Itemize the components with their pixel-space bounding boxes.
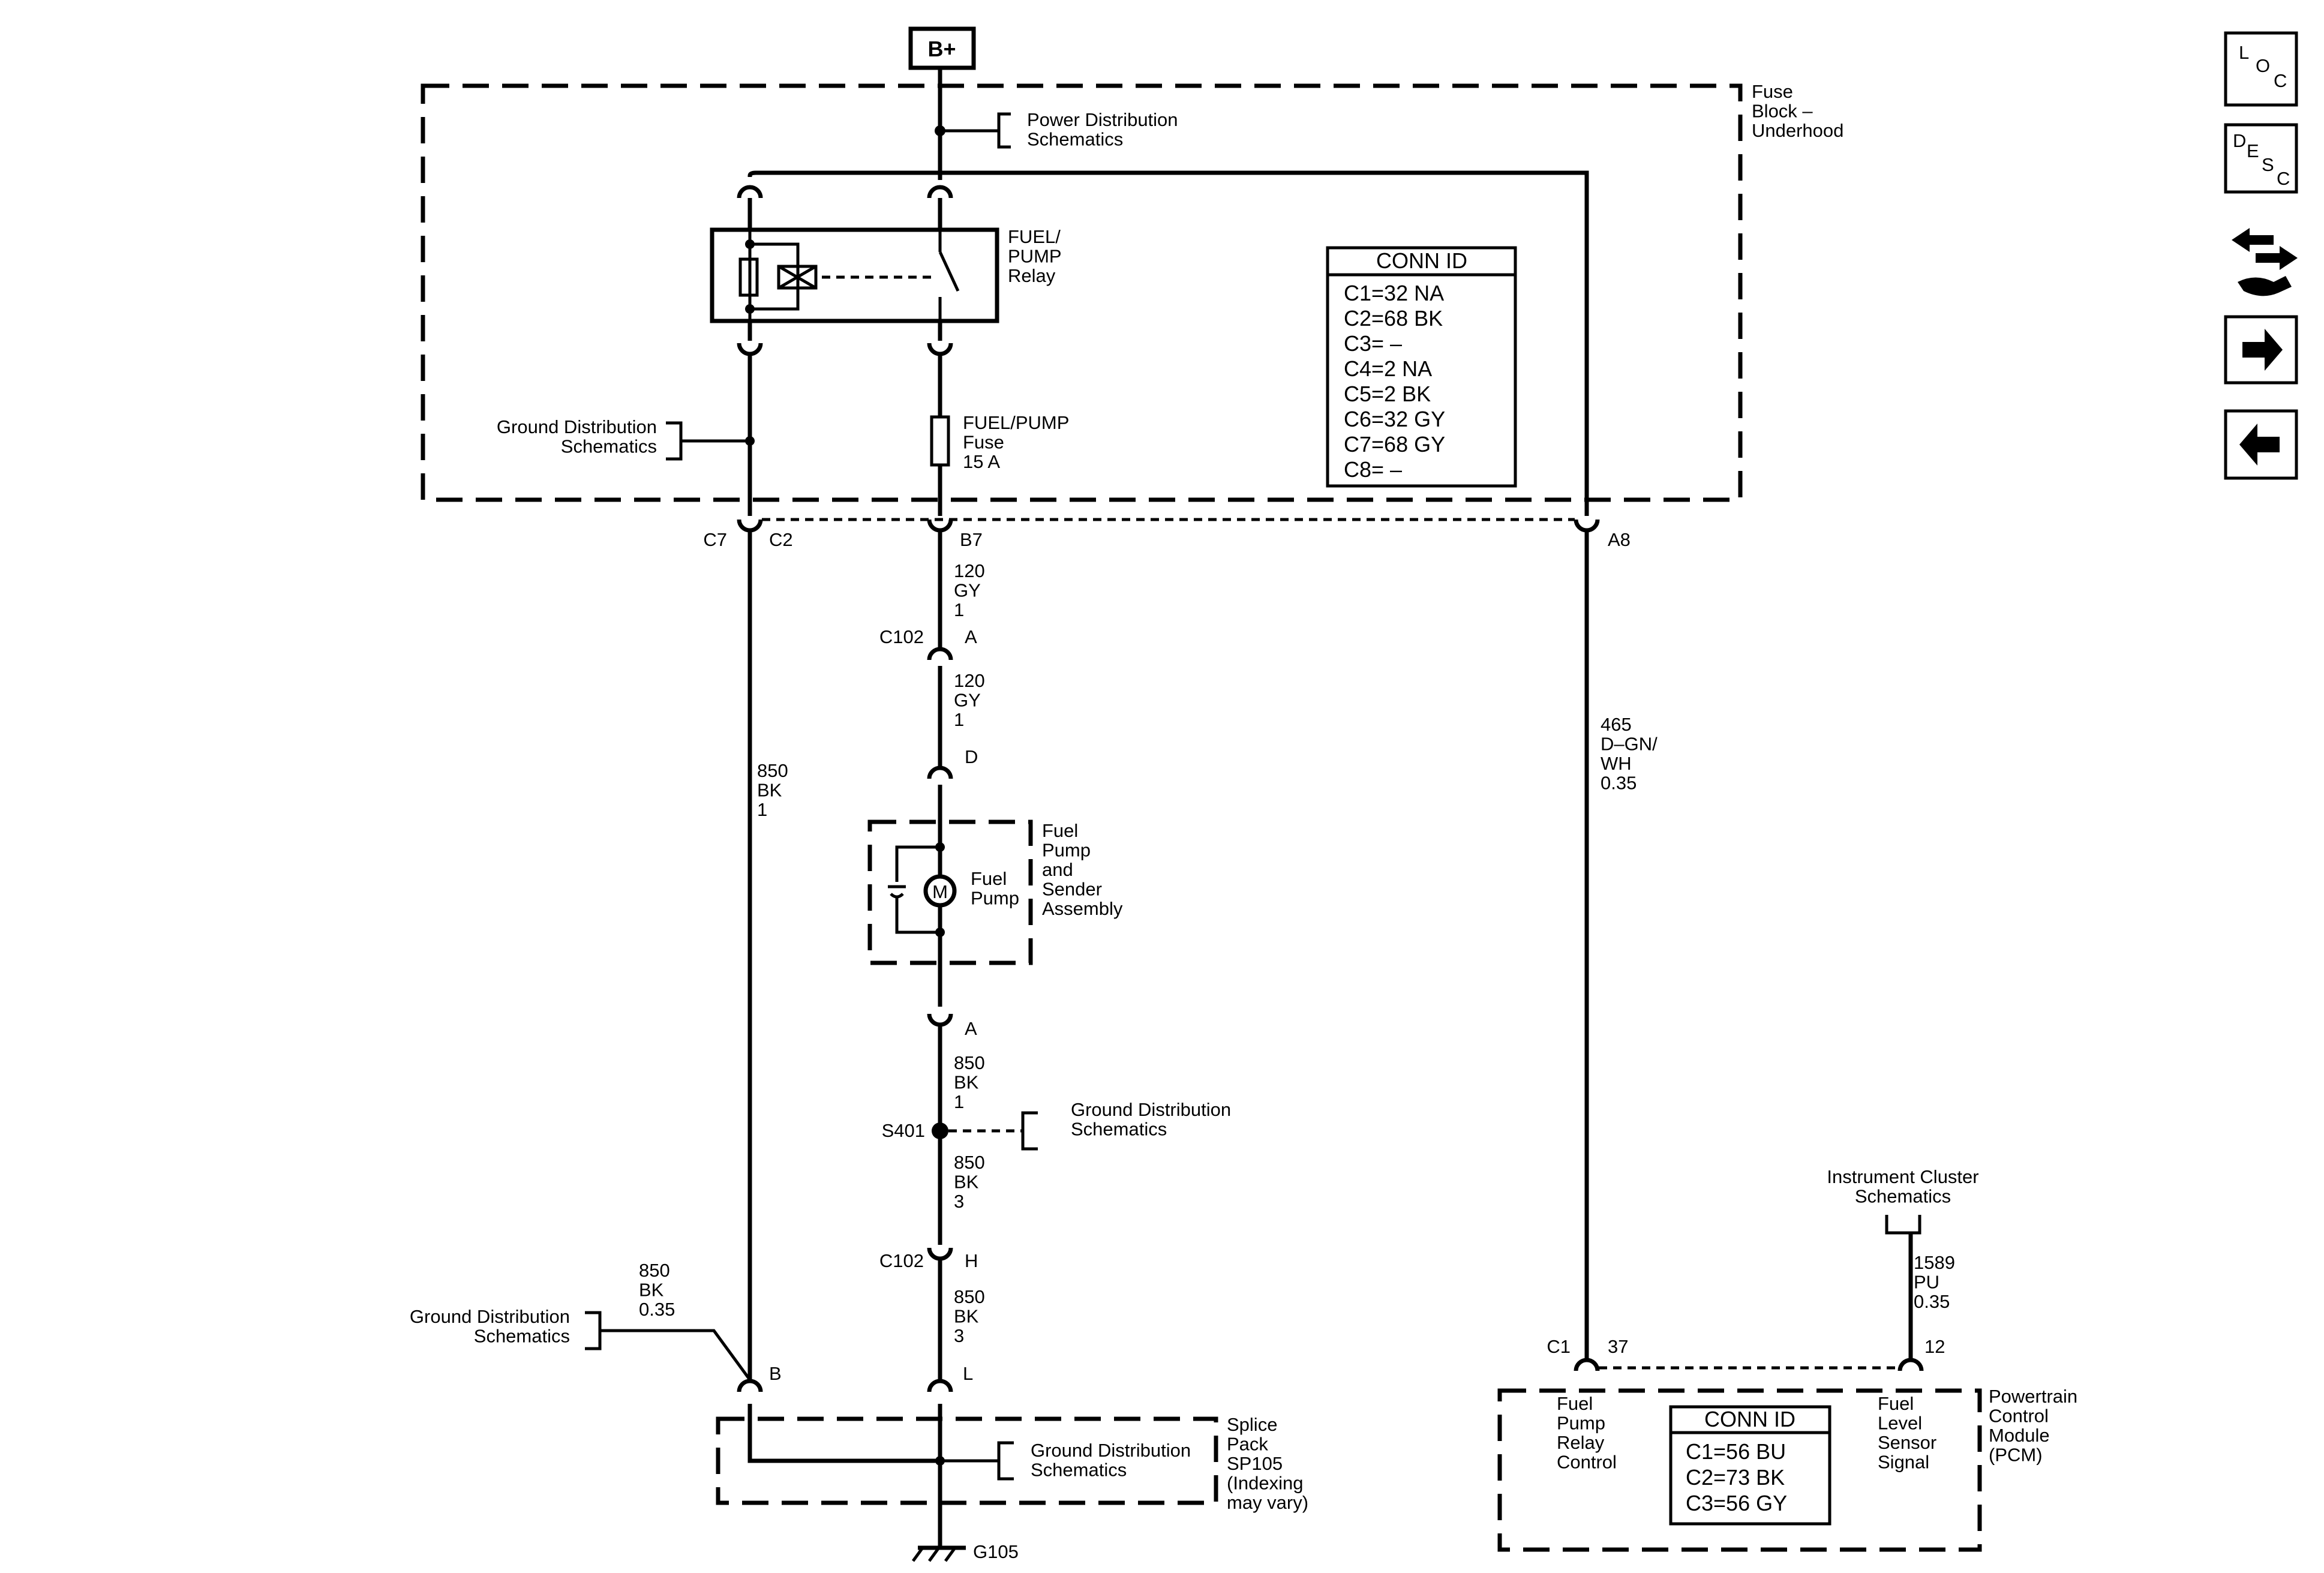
arrow-left-icon[interactable] xyxy=(2224,409,2298,480)
pin-c2: C2 xyxy=(769,529,793,550)
nav-loc-button[interactable]: L O C xyxy=(2224,31,2298,107)
c102-connector-a: C102 xyxy=(879,626,924,647)
svg-text:L: L xyxy=(2239,42,2249,63)
svg-text:C1=56 BU: C1=56 BU xyxy=(1686,1439,1786,1464)
svg-text:CONN ID: CONN ID xyxy=(1704,1407,1795,1431)
svg-text:C6=32 GY: C6=32 GY xyxy=(1344,407,1445,431)
svg-text:G105: G105 xyxy=(973,1541,1019,1562)
fuel-pump-relay xyxy=(710,227,999,323)
svg-text:E: E xyxy=(2247,140,2259,161)
wrench-arrow-icon[interactable] xyxy=(2232,228,2298,296)
fuel-pump-fuse xyxy=(930,415,950,467)
pin-b: B xyxy=(769,1363,782,1384)
pin-12: 12 xyxy=(1924,1336,1945,1357)
pin-b7: B7 xyxy=(960,529,983,550)
svg-text:C8= –: C8= – xyxy=(1344,457,1402,482)
svg-text:C4=2 NA: C4=2 NA xyxy=(1344,356,1432,381)
c102-connector-h: C102 xyxy=(879,1250,924,1271)
svg-text:C: C xyxy=(2274,70,2287,91)
svg-text:C5=2 BK: C5=2 BK xyxy=(1344,382,1431,406)
svg-text:S: S xyxy=(2262,154,2274,175)
svg-text:D: D xyxy=(2233,130,2246,151)
pin-a: A xyxy=(965,626,977,647)
pin-a-pump: A xyxy=(965,1018,977,1039)
svg-text:C7=68 GY: C7=68 GY xyxy=(1344,432,1445,457)
svg-text:B+: B+ xyxy=(927,37,956,61)
fuel-pump-assembly xyxy=(867,819,1033,965)
pin-37: 37 xyxy=(1608,1336,1628,1357)
nav-desc-button[interactable]: D E S C xyxy=(2224,123,2298,194)
pin-pcm-c1: C1 xyxy=(1547,1336,1571,1357)
pcm-conn-table: CONN ID C1=56 BU C2=73 BK C3=56 GY xyxy=(1669,1405,1831,1526)
pin-h: H xyxy=(965,1250,978,1271)
svg-text:C3= –: C3= – xyxy=(1344,331,1402,356)
splice-pack-sp105 xyxy=(716,1416,1218,1505)
arrow-right-icon[interactable] xyxy=(2224,315,2298,385)
pin-d: D xyxy=(965,746,978,767)
fuse-block-outline xyxy=(421,83,1743,502)
pin-a8: A8 xyxy=(1608,529,1631,550)
pin-l: L xyxy=(963,1363,973,1384)
pcm-module xyxy=(1497,1388,1982,1552)
fuse-block-conn-table: CONN ID C1=32 NA C2=68 BK C3= – C4=2 NA … xyxy=(1326,246,1517,488)
svg-text:CONN ID: CONN ID xyxy=(1376,248,1467,273)
ground-g105: G105 xyxy=(911,1541,1019,1562)
svg-text:O: O xyxy=(2256,55,2270,76)
svg-text:M: M xyxy=(932,881,948,902)
pin-c7: C7 xyxy=(703,529,727,550)
splice-s401 xyxy=(932,1122,948,1139)
svg-text:C3=56 GY: C3=56 GY xyxy=(1686,1491,1787,1515)
svg-text:C2=73 BK: C2=73 BK xyxy=(1686,1465,1785,1490)
s401-label: S401 xyxy=(882,1120,925,1141)
svg-text:C1=32 NA: C1=32 NA xyxy=(1344,281,1444,305)
svg-text:C2=68 BK: C2=68 BK xyxy=(1344,306,1443,331)
battery-supply: B+ xyxy=(908,26,976,70)
svg-text:C: C xyxy=(2277,168,2290,189)
